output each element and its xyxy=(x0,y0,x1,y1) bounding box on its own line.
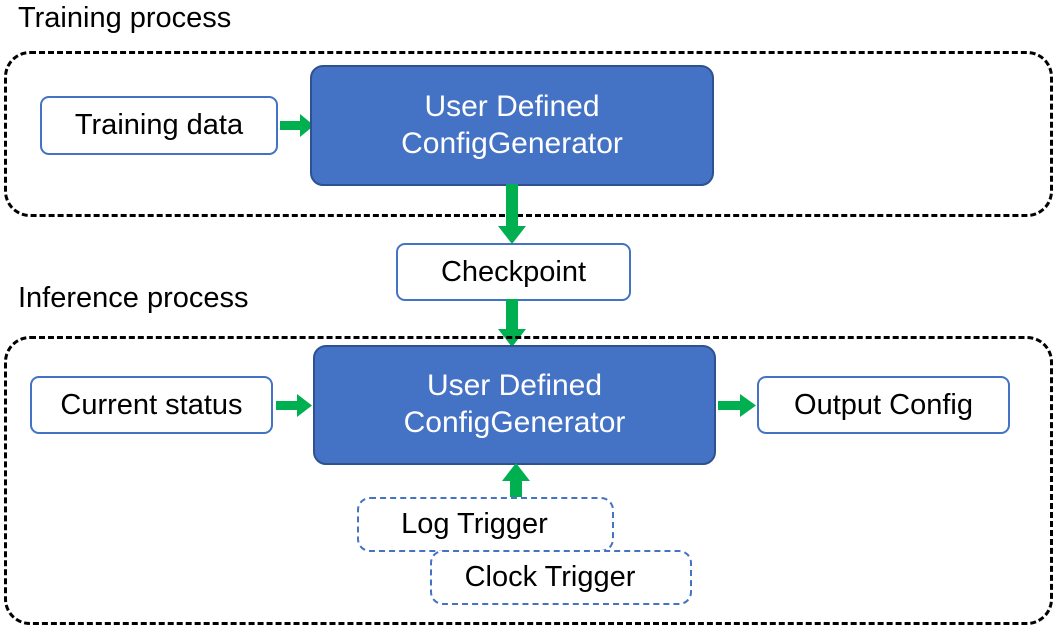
node-checkpoint[interactable]: Checkpoint xyxy=(396,243,631,301)
node-output-config-label: Output Config xyxy=(794,388,973,421)
training-process-title: Training process xyxy=(18,2,232,34)
node-log-trigger-label: Log Trigger xyxy=(401,508,548,541)
node-configgenerator-inference-line1: User Defined xyxy=(426,369,603,403)
training-process-group xyxy=(4,51,1053,217)
node-training-data-label: Training data xyxy=(74,109,244,142)
node-current-status[interactable]: Current status xyxy=(30,376,273,434)
arrow-generator-to-output-config xyxy=(718,390,758,422)
inference-process-title: Inference process xyxy=(18,282,249,314)
node-configgenerator-training-line2: ConfigGenerator xyxy=(401,126,623,160)
inference-process-group xyxy=(4,336,1053,625)
node-log-trigger[interactable]: Log Trigger xyxy=(357,497,614,552)
node-output-config[interactable]: Output Config xyxy=(757,376,1010,434)
node-clock-trigger-label: Clock Trigger xyxy=(464,561,636,594)
node-configgenerator-training-line1: User Defined xyxy=(424,89,600,123)
arrow-generator-to-checkpoint xyxy=(496,184,528,246)
node-training-data[interactable]: Training data xyxy=(40,96,278,155)
arrow-triggers-to-generator xyxy=(500,463,532,503)
node-checkpoint-label: Checkpoint xyxy=(440,255,587,288)
node-configgenerator-training-label: User Defined ConfigGenerator xyxy=(401,89,623,162)
arrow-training-data-to-generator xyxy=(280,110,316,142)
arrow-checkpoint-to-inference-generator xyxy=(496,299,528,349)
node-user-defined-configgenerator-inference[interactable]: User Defined ConfigGenerator xyxy=(313,345,716,465)
node-user-defined-configgenerator-training[interactable]: User Defined ConfigGenerator xyxy=(310,65,714,186)
node-current-status-label: Current status xyxy=(60,388,243,421)
node-clock-trigger[interactable]: Clock Trigger xyxy=(430,550,692,605)
node-configgenerator-inference-label: User Defined ConfigGenerator xyxy=(404,368,626,441)
node-configgenerator-inference-line2: ConfigGenerator xyxy=(403,406,626,439)
arrow-current-status-to-generator xyxy=(276,390,314,422)
